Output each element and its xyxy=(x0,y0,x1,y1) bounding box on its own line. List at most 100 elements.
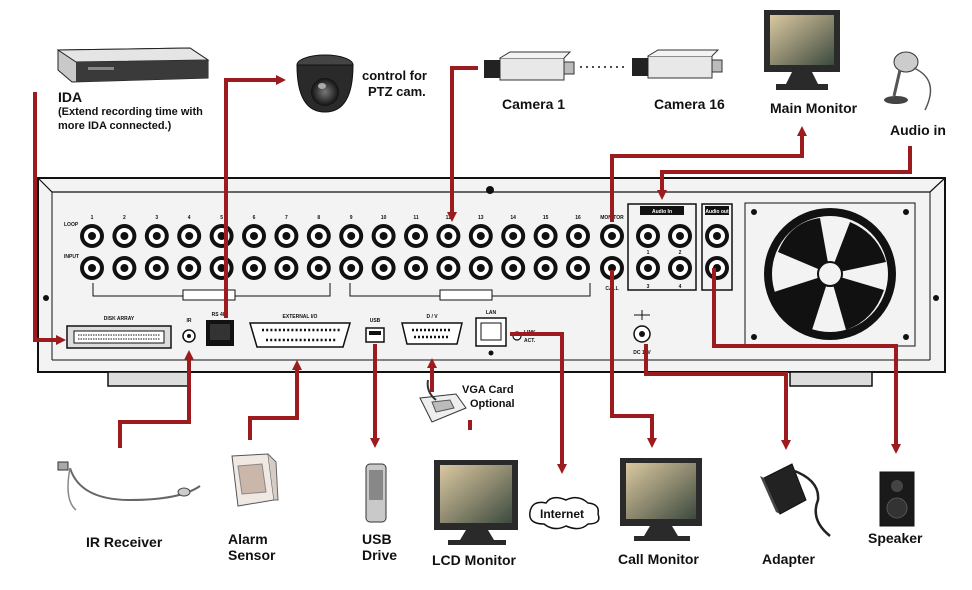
bnc-input-14 xyxy=(501,256,526,280)
external-io-port xyxy=(249,322,351,348)
wire-alarm xyxy=(248,360,302,440)
bnc-input-4 xyxy=(177,256,202,280)
wire-camera xyxy=(447,66,478,222)
audio-ch-4: 4 xyxy=(679,284,682,290)
bnc-input-16 xyxy=(566,256,590,280)
ptz-camera-icon xyxy=(296,54,354,113)
ida-note-line2: more IDA connected.) xyxy=(58,120,172,132)
bnc-audio-in-3 xyxy=(636,256,660,280)
alarm-label-line1: Alarm xyxy=(228,531,268,547)
bnc-input-8 xyxy=(306,256,331,280)
bnc-input-11 xyxy=(404,256,428,280)
bnc-audio-out-1 xyxy=(705,224,729,248)
bnc-loop-6 xyxy=(242,224,266,248)
bnc-loop-13 xyxy=(468,224,493,248)
channel-number-16: 16 xyxy=(575,215,581,221)
audio-ch-2: 2 xyxy=(679,250,682,256)
main-monitor-label: Main Monitor xyxy=(770,100,858,116)
dv-label: D / V xyxy=(426,314,438,320)
camera1-label: Camera 1 xyxy=(502,96,566,112)
usb-panel-label: USB xyxy=(370,318,381,324)
wire-speaker xyxy=(712,268,901,454)
audio-ch-3: 3 xyxy=(647,284,650,290)
bnc-loop-16 xyxy=(566,224,590,248)
ir-cable-icon xyxy=(57,461,201,511)
ida-label: IDA xyxy=(58,89,83,105)
channel-number-15: 15 xyxy=(543,215,549,221)
monitor-icon xyxy=(620,458,702,541)
ptz-label-line1: control for xyxy=(362,68,427,83)
bnc-loop-15 xyxy=(533,224,558,248)
wire-ir xyxy=(118,350,194,448)
disk-array-label: DISK ARRAY xyxy=(104,316,135,322)
channel-number-14: 14 xyxy=(510,215,516,221)
dc-label: DC 19V xyxy=(633,350,651,356)
act-label: ACT. xyxy=(524,338,536,344)
bnc-monitor xyxy=(600,224,624,248)
bnc-audio-in-4 xyxy=(668,256,692,280)
channel-number-8: 8 xyxy=(317,215,320,221)
disk-array-port xyxy=(66,325,172,349)
wire-main-monitor xyxy=(610,126,807,222)
ptz-label-line2: PTZ cam. xyxy=(368,84,426,99)
bnc-input-10 xyxy=(371,256,396,280)
bnc-audio-in-1 xyxy=(636,224,660,248)
call-monitor-label: Call Monitor xyxy=(618,551,699,567)
bnc-loop-3 xyxy=(144,224,169,248)
wire-audio-in xyxy=(657,146,912,200)
internet-cloud-icon xyxy=(529,496,600,530)
camera-icon xyxy=(632,49,723,79)
bnc-loop-5 xyxy=(209,224,234,248)
dc-power-port xyxy=(633,310,651,343)
vga-optional-label: Optional xyxy=(470,398,515,410)
bnc-input-9 xyxy=(339,256,364,280)
channel-number-3: 3 xyxy=(155,215,158,221)
bnc-input-6 xyxy=(242,256,266,280)
camera-icon xyxy=(484,51,575,81)
audio-in-panel-label: Audio In xyxy=(652,209,672,215)
loop-label: LOOP xyxy=(64,222,79,228)
channel-number-2: 2 xyxy=(123,215,126,221)
ir-port xyxy=(182,329,196,343)
channel-number-11: 11 xyxy=(413,215,419,221)
bnc-input-1 xyxy=(80,256,104,280)
channel-number-7: 7 xyxy=(285,215,288,221)
speaker-icon xyxy=(879,471,915,527)
wire-ptz xyxy=(224,75,286,318)
bnc-input-5 xyxy=(209,256,234,280)
fan-icon xyxy=(744,202,916,347)
bnc-input-13 xyxy=(468,256,493,280)
rs485-port xyxy=(206,320,234,346)
wire-call-monitor xyxy=(610,270,657,448)
dip-switch-area xyxy=(92,283,591,301)
bnc-audio-in-2 xyxy=(668,224,692,248)
bnc-connectors xyxy=(80,224,729,280)
bnc-loop-7 xyxy=(274,224,299,248)
channel-number-5: 5 xyxy=(220,215,223,221)
ir-label: IR xyxy=(187,318,192,324)
camera16-label: Camera 16 xyxy=(654,96,725,112)
internet-label: Internet xyxy=(540,507,585,521)
dv-port xyxy=(401,322,463,345)
wire-ida xyxy=(33,92,66,345)
bnc-input-7 xyxy=(274,256,299,280)
audio-out-block xyxy=(701,203,733,291)
adapter-icon xyxy=(760,463,831,537)
external-io-label: EXTERNAL I/O xyxy=(283,314,318,320)
adapter-label: Adapter xyxy=(762,551,815,567)
usb-drive-icon xyxy=(365,463,387,523)
ida-note-line1: (Extend recording time with xyxy=(58,106,203,118)
monitor-icon xyxy=(434,460,518,545)
alarm-label-line2: Sensor xyxy=(228,547,276,563)
usb-label-line2: Drive xyxy=(362,547,398,563)
bnc-audio-out-2 xyxy=(705,256,729,280)
audio-ch-1: 1 xyxy=(647,250,650,256)
bnc-input-15 xyxy=(533,256,558,280)
bnc-loop-1 xyxy=(80,224,104,248)
connection-wires xyxy=(33,66,912,474)
vga-card-label: VGA Card xyxy=(462,384,514,396)
bnc-input-3 xyxy=(144,256,169,280)
audio-in-label: Audio in xyxy=(890,122,946,138)
ir-receiver-label: IR Receiver xyxy=(86,534,163,550)
